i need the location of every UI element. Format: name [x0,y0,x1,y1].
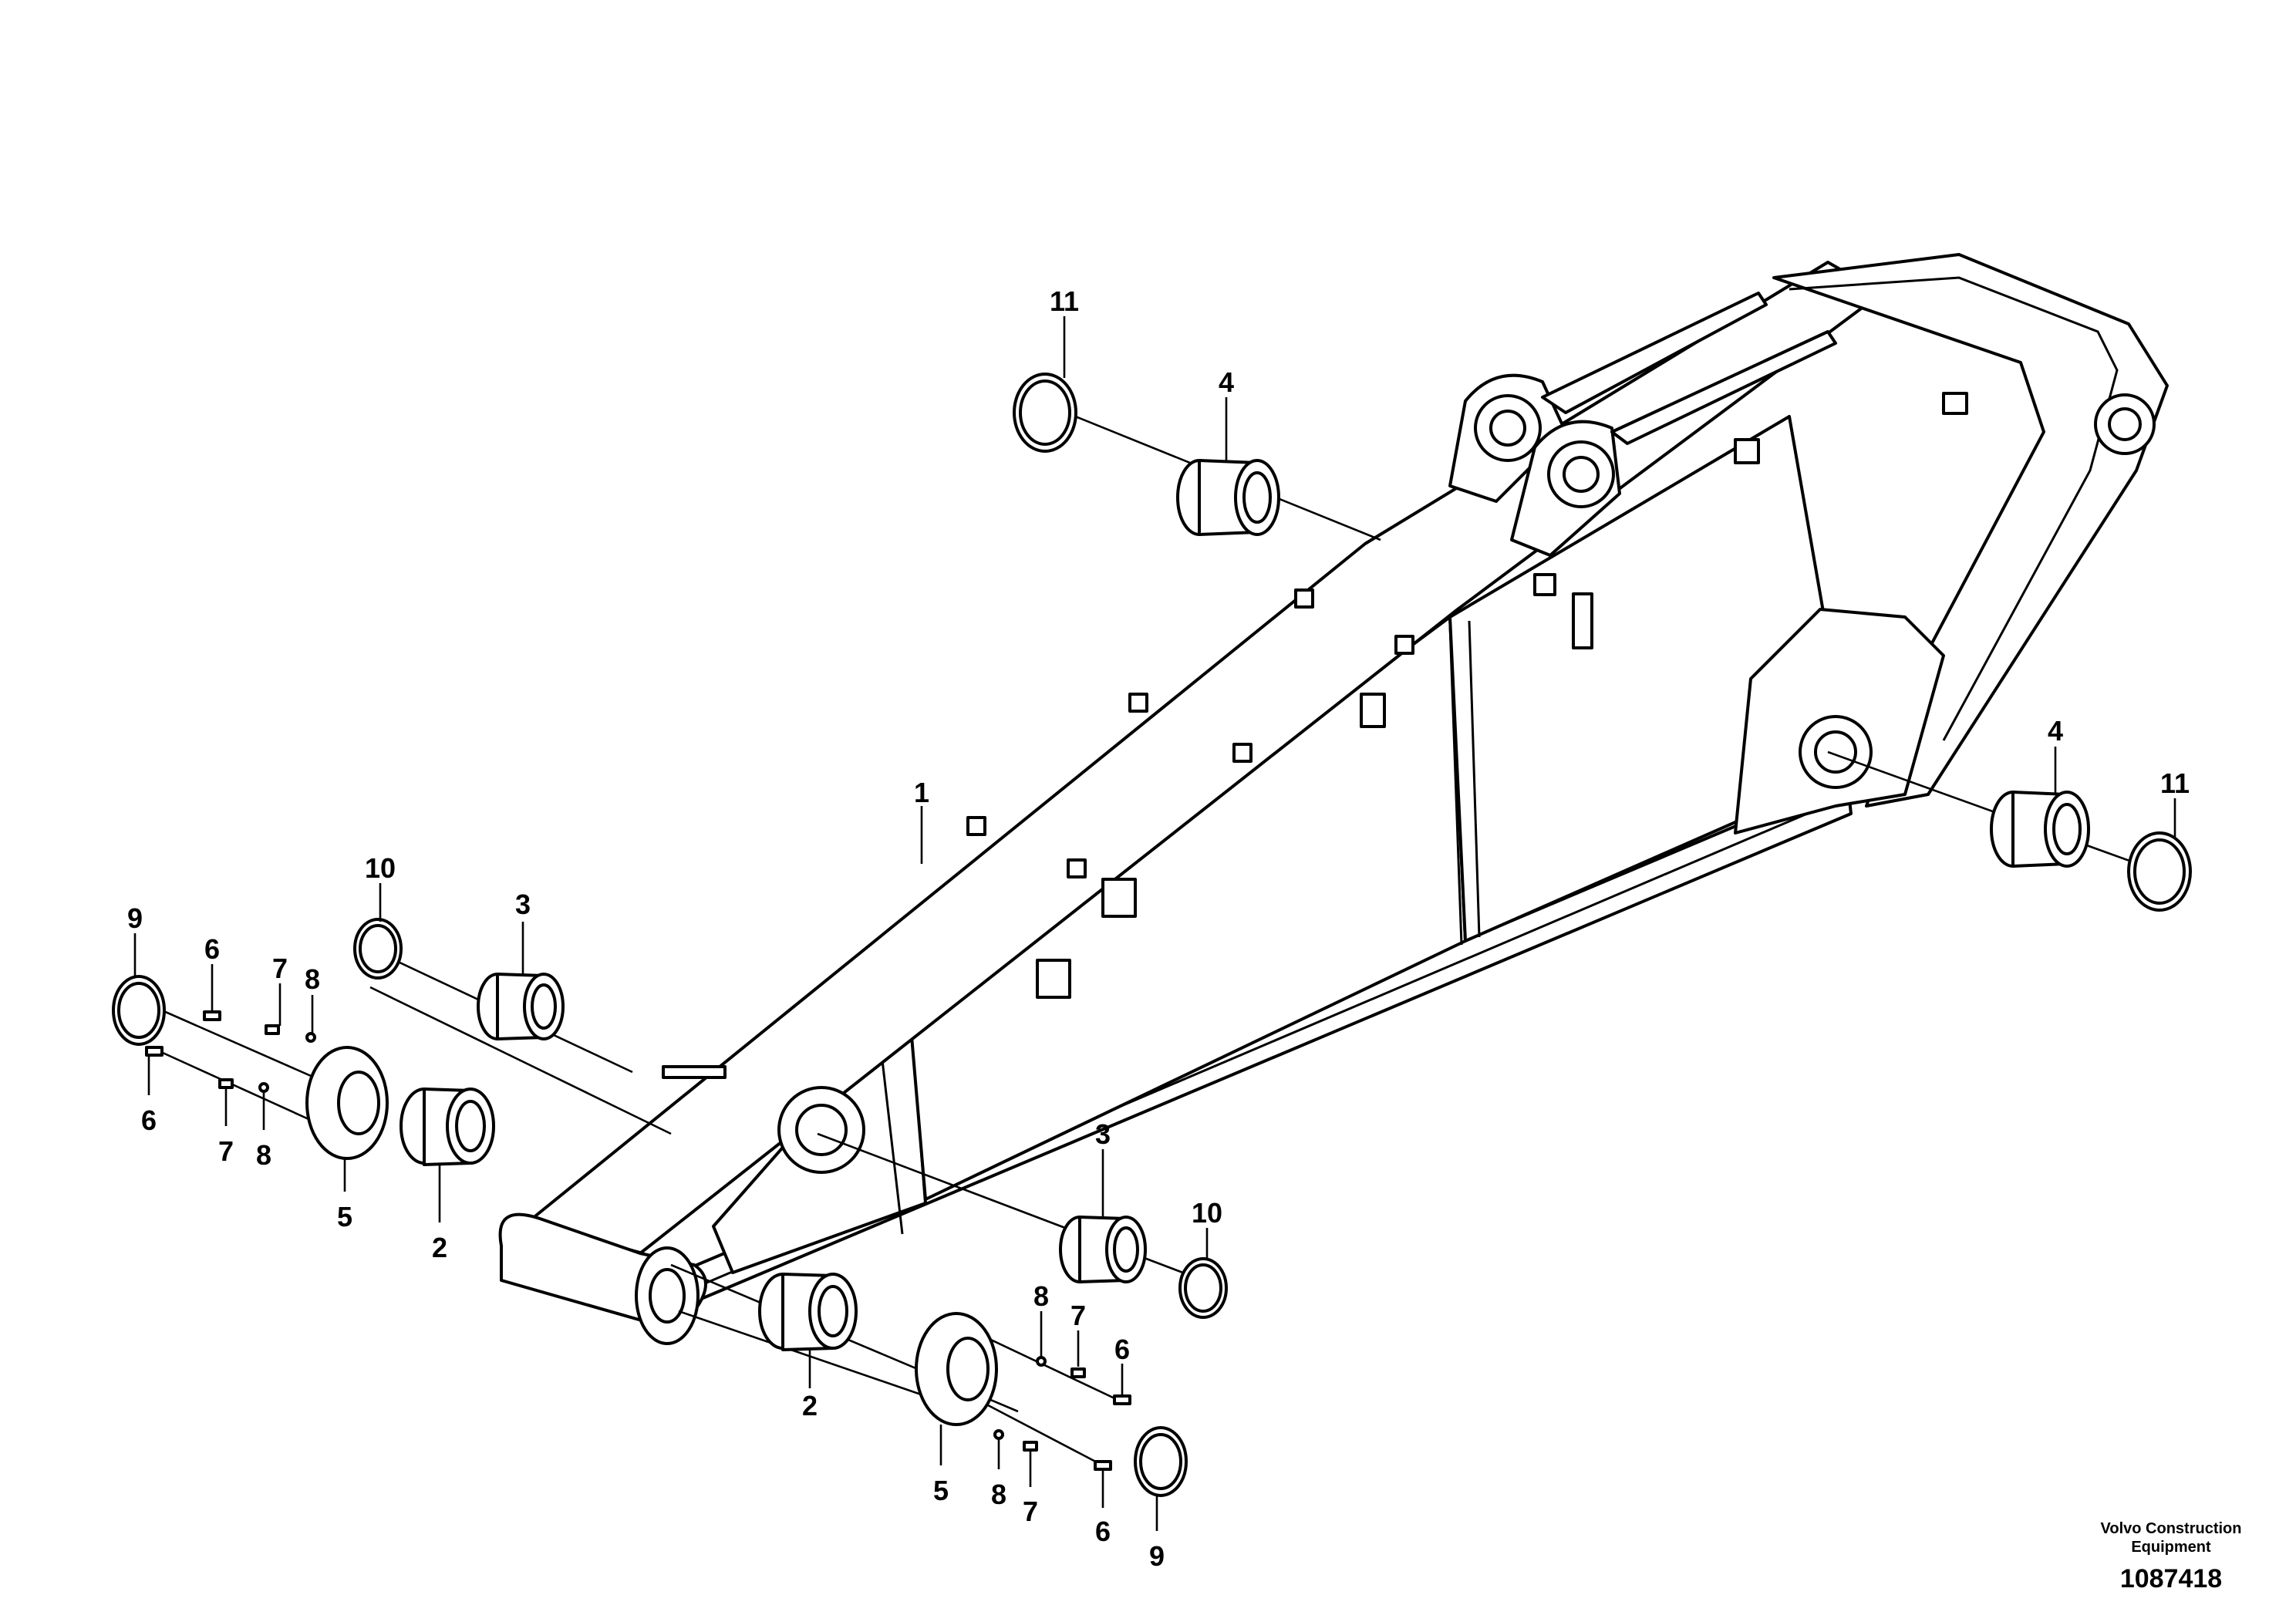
callout-10: 10 [1192,1197,1222,1229]
callout-8: 8 [1033,1280,1049,1312]
callout-2: 2 [432,1232,447,1263]
callout-6: 6 [1114,1334,1130,1365]
callout-2: 2 [802,1390,818,1421]
callout-7: 7 [272,953,288,984]
callout-8: 8 [256,1139,271,1171]
callout-9: 9 [1149,1540,1165,1572]
callout-4: 4 [2048,715,2063,747]
credit-company-line1: Volvo Construction [2101,1520,2242,1537]
callout-labels: 1 2 2 3 3 4 4 5 5 6 6 6 6 7 7 7 7 8 8 8 … [127,285,2190,1572]
callout-5: 5 [933,1475,949,1506]
callout-3: 3 [1095,1118,1111,1150]
callout-6: 6 [204,933,220,965]
callout-4: 4 [1219,366,1234,398]
callout-1: 1 [914,777,929,808]
credit-company-line2: Equipment [2131,1539,2211,1556]
callout-8: 8 [991,1479,1006,1510]
callout-11: 11 [2160,767,2190,799]
callout-7: 7 [218,1135,234,1167]
callout-3: 3 [515,889,531,920]
callout-9: 9 [127,902,143,934]
callout-6: 6 [1095,1516,1111,1547]
drawing-number: 1087418 [2120,1564,2222,1593]
callout-6: 6 [141,1104,157,1136]
callout-10: 10 [365,852,396,884]
credit-block: Volvo Construction Equipment 1087418 [2101,1520,2242,1593]
callout-5: 5 [337,1201,352,1233]
boom-structure [498,253,2169,1345]
exploded-parts [112,316,2192,1531]
callout-7: 7 [1023,1496,1038,1527]
callout-11: 11 [1050,285,1079,317]
callout-8: 8 [305,963,320,995]
callout-7: 7 [1070,1300,1086,1331]
